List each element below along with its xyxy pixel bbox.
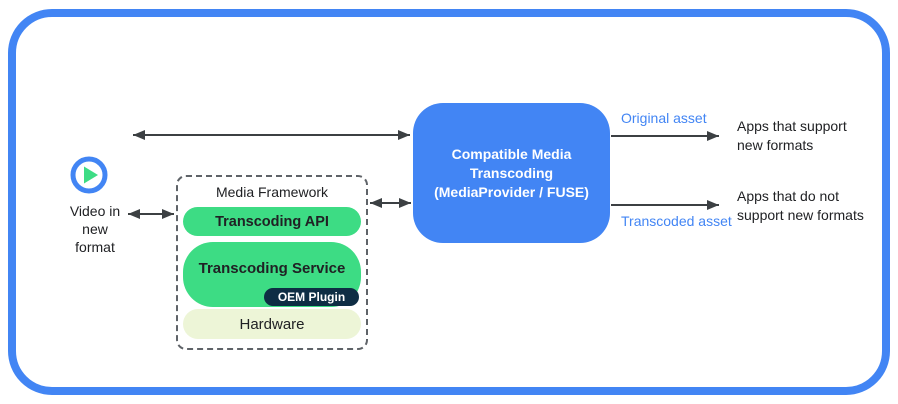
media-framework-title: Media Framework	[215, 184, 329, 200]
hardware-pill: Hardware	[183, 309, 361, 339]
transcoding-api-pill: Transcoding API	[183, 207, 361, 236]
transcoding-service-label: Transcoding Service	[198, 260, 346, 277]
play-icon	[70, 156, 108, 194]
media-framework-box: Media Framework Transcoding API Transcod…	[176, 175, 368, 350]
oem-plugin-pill: OEM Plugin	[264, 288, 359, 306]
source-video-label: Video in new format	[69, 203, 121, 255]
original-asset-label: Original asset	[621, 110, 707, 126]
transcoded-asset-label: Transcoded asset	[621, 213, 732, 229]
apps-support-label: Apps that support new formats	[737, 118, 847, 153]
diagram-outer-border	[8, 9, 890, 395]
apps-not-support-label: Apps that do not support new formats	[737, 188, 864, 223]
compatible-media-transcoding-box: Compatible Media Transcoding (MediaProvi…	[413, 103, 610, 243]
transcoding-service-box: Transcoding Service OEM Plugin	[183, 242, 361, 307]
